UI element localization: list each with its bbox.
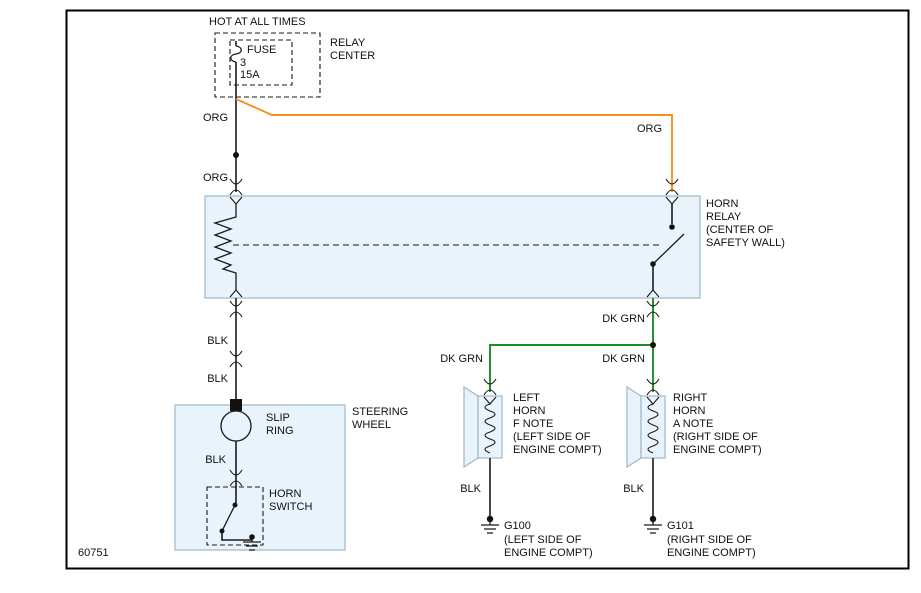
ground-symbol-g101 xyxy=(644,519,662,534)
right-horn-body xyxy=(640,395,666,459)
ground-symbol-g100 xyxy=(481,519,499,534)
wire-switch-to-ground xyxy=(221,533,252,541)
blk-label-5: BLK xyxy=(623,483,644,495)
horn-relay-label-line3: (CENTER OF xyxy=(706,224,774,236)
left-horn-body xyxy=(477,395,503,459)
relay-center-box xyxy=(214,32,321,98)
right-horn-label-line2: HORN xyxy=(673,405,705,417)
horn-switch-label-line2: SWITCH xyxy=(269,501,312,513)
horn-relay-label-line2: RELAY xyxy=(706,211,742,223)
org-label-3: ORG xyxy=(637,123,662,135)
slip-ring-label-line2: RING xyxy=(266,425,294,437)
fuse-symbol xyxy=(230,45,242,63)
diagram-border xyxy=(65,9,910,570)
left-horn-coil xyxy=(484,403,496,454)
steering-wheel-label-line2: WHEEL xyxy=(352,419,391,431)
dkgrn-label-2: DK GRN xyxy=(440,353,483,365)
dkgrn-label-1: DK GRN xyxy=(602,313,645,325)
fuse-rating-label: 15A xyxy=(240,69,260,81)
blk-label-4: BLK xyxy=(460,483,481,495)
horn-relay-label-line4: SAFETY WALL) xyxy=(706,237,785,249)
relay-contact-lower xyxy=(650,261,656,267)
ground-g100-id: G100 xyxy=(504,520,531,532)
dkgrn-label-3: DK GRN xyxy=(602,353,645,365)
left-horn-label-line3: F NOTE xyxy=(513,418,553,430)
junction-dot-left xyxy=(233,152,239,158)
junction-dot-green xyxy=(650,342,656,348)
horn-relay-label-line1: HORN xyxy=(706,198,738,210)
left-horn-bell xyxy=(463,385,479,469)
figure-number: 60751 xyxy=(78,547,109,559)
blk-label-1: BLK xyxy=(207,335,228,347)
horn-switch-contact-lower xyxy=(219,528,225,534)
left-horn-label-line1: LEFT xyxy=(513,392,540,404)
horn-relay-box xyxy=(204,195,701,299)
org-label-2: ORG xyxy=(203,172,228,184)
right-horn-label-line4: (RIGHT SIDE OF xyxy=(673,431,758,443)
fuse-label: FUSE xyxy=(247,44,276,56)
blk-label-2: BLK xyxy=(207,373,228,385)
relay-center-label-line1: RELAY xyxy=(330,37,366,49)
ground-g100-location-line1: (LEFT SIDE OF xyxy=(504,534,582,546)
right-horn-coil xyxy=(647,403,659,454)
steering-wheel-box xyxy=(174,404,346,551)
horn-switch-label-line1: HORN xyxy=(269,488,301,500)
wire-org-branch xyxy=(235,98,673,192)
relay-contact-upper xyxy=(669,224,675,230)
blk-label-3: BLK xyxy=(205,454,226,466)
right-horn-label-line5: ENGINE COMPT) xyxy=(673,444,762,456)
horn-switch-box xyxy=(206,486,264,546)
slip-ring-contact xyxy=(230,399,242,411)
steering-wheel-label-line1: STEERING xyxy=(352,406,408,418)
ground-g101-location-line2: ENGINE COMPT) xyxy=(667,547,756,559)
relay-switch-blade xyxy=(652,233,685,265)
horn-switch-blade xyxy=(222,504,236,530)
ground-symbol-horn-switch xyxy=(243,537,261,551)
right-horn-bell xyxy=(626,385,642,469)
ground-g100-location-line2: ENGINE COMPT) xyxy=(504,547,593,559)
left-horn-label-line4: (LEFT SIDE OF xyxy=(513,431,591,443)
left-horn-label-line2: HORN xyxy=(513,405,545,417)
relay-coil xyxy=(212,204,237,290)
right-horn-label-line3: A NOTE xyxy=(673,418,713,430)
ground-g101-id: G101 xyxy=(667,520,694,532)
org-label-1: ORG xyxy=(203,112,228,124)
fuse-position-label: 3 xyxy=(240,57,246,69)
left-horn-label-line5: ENGINE COMPT) xyxy=(513,444,602,456)
slip-ring-label-line1: SLIP xyxy=(266,412,290,424)
relay-center-label-line2: CENTER xyxy=(330,50,375,62)
fuse-box xyxy=(229,39,293,86)
right-horn-label-line1: RIGHT xyxy=(673,392,708,404)
hot-at-all-times-label: HOT AT ALL TIMES xyxy=(209,16,306,28)
ground-g101-location-line1: (RIGHT SIDE OF xyxy=(667,534,752,546)
